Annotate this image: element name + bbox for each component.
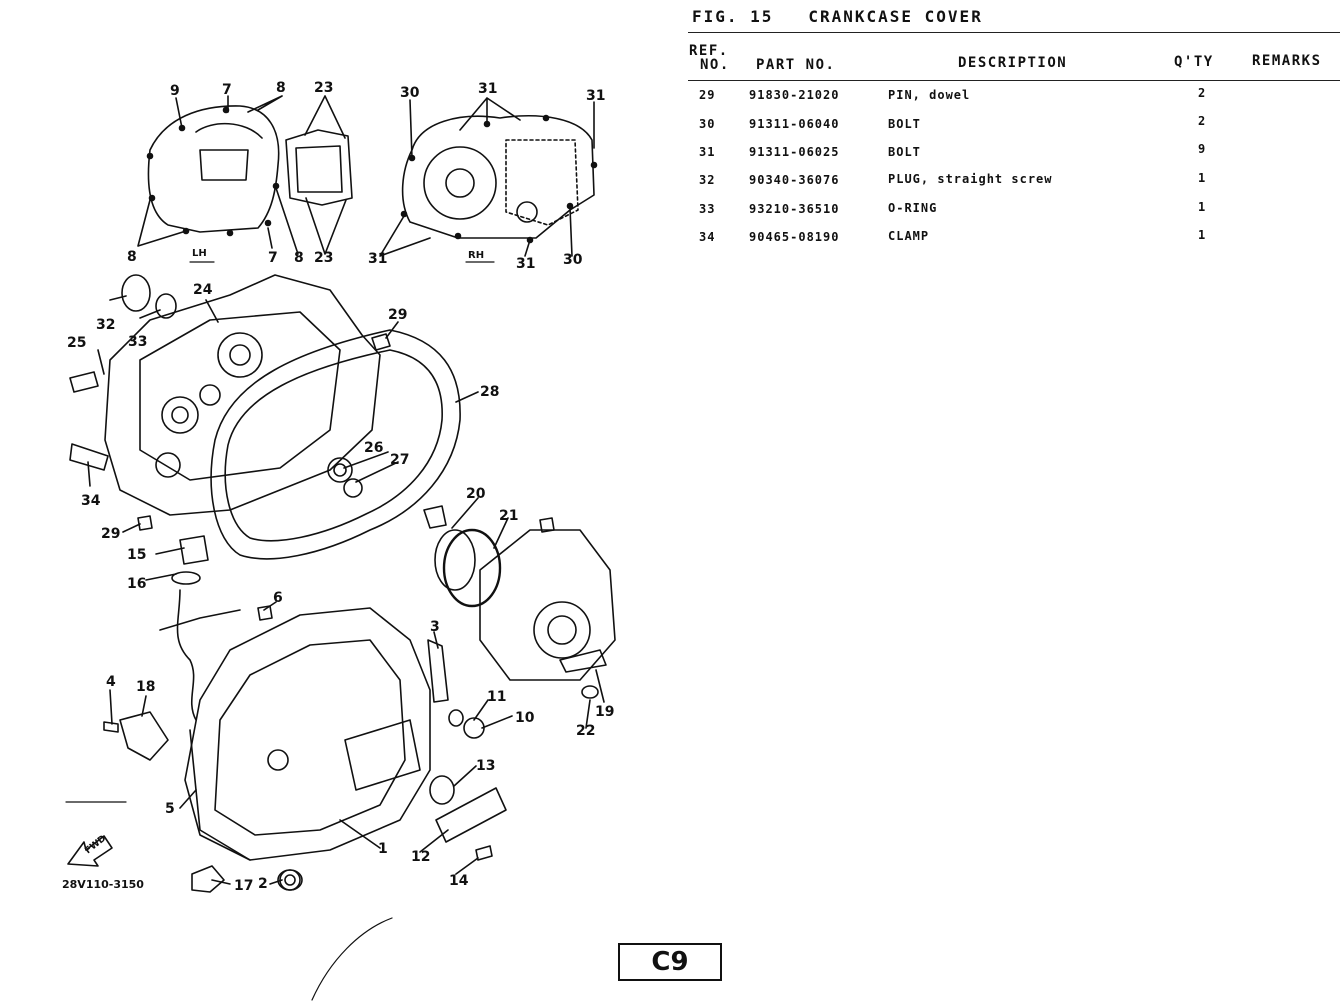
- row-part-no: 91311-06025: [749, 145, 840, 159]
- callout-16: 16: [127, 576, 147, 592]
- figure-title: FIG. 15 CRANKCASE COVER: [692, 7, 983, 26]
- callout-27: 27: [390, 452, 410, 468]
- lh-cover-gasket-outline: [147, 105, 280, 233]
- table-row: 29 91830-21020 PIN, dowel 2: [0, 86, 1340, 108]
- rh-cover-gasket-outline: [401, 115, 595, 239]
- fwd-arrow: [67, 835, 113, 867]
- callout-18: 18: [136, 679, 156, 695]
- row-ref: 29: [699, 88, 716, 102]
- rh-side-label: RH: [468, 250, 485, 261]
- row-part-no: 90340-36076: [749, 173, 840, 187]
- callout-20: 20: [466, 486, 486, 502]
- callout-31: 31: [478, 81, 498, 97]
- row-qty: 1: [1198, 171, 1207, 185]
- callout-5: 5: [165, 801, 175, 817]
- gasket-23-outline: [285, 129, 353, 206]
- exploded-diagram: LH RH FWD 9 7 8 23 30 31 31 8 7 8 23 31 …: [62, 80, 616, 1001]
- diagram-drawing: [65, 95, 616, 1001]
- callout-7: 7: [268, 250, 278, 266]
- callout-14: 14: [449, 873, 469, 889]
- row-ref: 31: [699, 145, 716, 159]
- callout-31: 31: [368, 251, 388, 267]
- callout-8: 8: [276, 80, 286, 96]
- callout-21: 21: [499, 508, 519, 524]
- callout-30: 30: [400, 85, 420, 101]
- row-qty: 1: [1198, 228, 1207, 242]
- row-part-no: 93210-36510: [749, 202, 840, 216]
- table-row: 33 93210-36510 O-RING 1: [0, 200, 1340, 222]
- table-top-rule: [688, 32, 1340, 33]
- header-description: DESCRIPTION: [958, 55, 1068, 71]
- callout-10: 10: [515, 710, 535, 726]
- callout-2: 2: [258, 876, 268, 892]
- row-qty: 1: [1198, 200, 1207, 214]
- callout-6: 6: [273, 590, 283, 606]
- lh-gasket-window: [199, 149, 249, 181]
- callout-12: 12: [411, 849, 431, 865]
- row-qty: 2: [1198, 114, 1207, 128]
- callout-24: 24: [193, 282, 213, 298]
- crankcase-cover-1-outline: [184, 607, 431, 861]
- callout-34: 34: [81, 493, 101, 509]
- row-qty: 9: [1198, 142, 1207, 156]
- callout-29: 29: [101, 526, 121, 542]
- lh-side-label: LH: [192, 248, 207, 259]
- callout-26: 26: [364, 440, 384, 456]
- callout-7: 7: [222, 82, 232, 98]
- callout-8: 8: [127, 249, 137, 265]
- callout-15: 15: [127, 547, 147, 563]
- row-description: BOLT: [888, 145, 921, 159]
- header-remarks: REMARKS: [1252, 53, 1322, 69]
- header-ref-top: REF.: [689, 43, 729, 59]
- callout-32: 32: [96, 317, 116, 333]
- callout-29: 29: [388, 307, 408, 323]
- callout-28: 28: [480, 384, 500, 400]
- callout-30: 30: [563, 252, 583, 268]
- callout-13: 13: [476, 758, 496, 774]
- table-row: 32 90340-36076 PLUG, straight screw 1: [0, 171, 1340, 193]
- row-description: PIN, dowel: [888, 88, 971, 102]
- callout-22: 22: [576, 723, 596, 739]
- drawing-number: 28V110-3150: [62, 878, 144, 891]
- cover-24-outline: [104, 274, 381, 516]
- row-part-no: 91830-21020: [749, 88, 840, 102]
- callout-31: 31: [516, 256, 536, 272]
- row-description: PLUG, straight screw: [888, 172, 1053, 186]
- gasket-28-outline: [210, 329, 461, 560]
- row-ref: 32: [699, 173, 716, 187]
- callout-31: 31: [586, 88, 606, 104]
- header-part-no: PART NO.: [756, 57, 836, 73]
- header-ref-bottom: NO.: [700, 57, 730, 73]
- callout-1: 1: [378, 841, 388, 857]
- row-description: BOLT: [888, 117, 921, 131]
- row-ref: 30: [699, 117, 716, 131]
- callout-3: 3: [430, 619, 440, 635]
- row-part-no: 91311-06040: [749, 117, 840, 131]
- callout-33: 33: [128, 334, 148, 350]
- callout-23: 23: [314, 80, 334, 96]
- row-qty: 2: [1198, 86, 1207, 100]
- table-row: 30 91311-06040 BOLT 2: [0, 114, 1340, 137]
- row-part-no: 90465-08190: [749, 230, 840, 244]
- callout-9: 9: [170, 83, 180, 99]
- callout-11: 11: [487, 689, 507, 705]
- callout-17: 17: [234, 878, 254, 894]
- row-ref: 34: [699, 230, 716, 244]
- callout-8: 8: [294, 250, 304, 266]
- table-row: 31 91311-06025 BOLT 9: [0, 142, 1340, 165]
- callout-4: 4: [106, 674, 116, 690]
- rh-cover-outline: [479, 529, 616, 681]
- row-ref: 33: [699, 202, 716, 216]
- row-description: O-RING: [888, 201, 938, 215]
- page-code-badge: C9: [618, 943, 722, 981]
- table-header-rule: [688, 80, 1340, 81]
- callout-19: 19: [595, 704, 615, 720]
- table-row: 34 90465-08190 CLAMP 1: [0, 228, 1340, 250]
- callout-25: 25: [67, 335, 87, 351]
- row-description: CLAMP: [888, 229, 930, 243]
- callout-23: 23: [314, 250, 334, 266]
- header-qty: Q'TY: [1174, 54, 1214, 70]
